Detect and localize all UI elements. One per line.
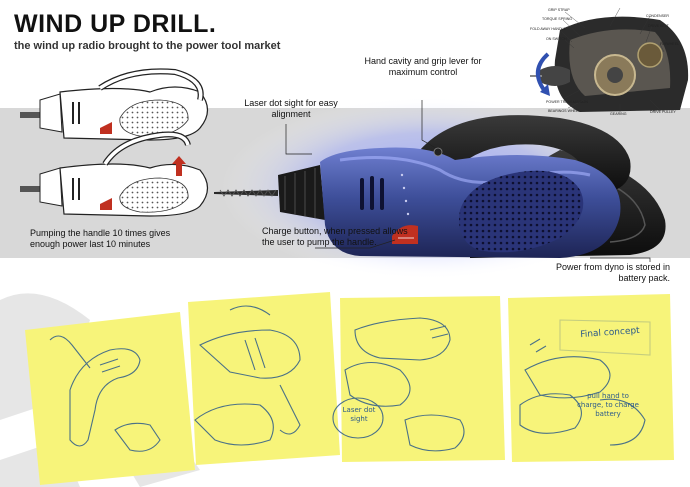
cutaway-label: DRIVE BELT bbox=[648, 24, 669, 28]
cutaway-label: DRIVE PULLEY bbox=[650, 110, 676, 114]
sticky-note-1 bbox=[25, 312, 195, 485]
sticky-note-3 bbox=[332, 296, 505, 462]
laser-annotation: Laser dot sight for easy alignment bbox=[244, 98, 338, 119]
hand-cavity-annotation: Hand cavity and grip lever for maximum c… bbox=[364, 56, 482, 77]
charge-button-annotation: Charge button, when pressed allows the u… bbox=[262, 226, 408, 247]
cutaway-label: FOLD AWAY HANDLE bbox=[530, 27, 566, 31]
power-store-annotation: Power from dyno is stored in battery pac… bbox=[555, 262, 670, 283]
cutaway-label: BEARINGS WHEEL bbox=[548, 109, 581, 113]
page-subtitle: the wind up radio brought to the power t… bbox=[14, 40, 281, 52]
small-drill-pumping bbox=[20, 131, 209, 217]
pumping-annotation: Pumping the handle 10 times gives enough… bbox=[30, 228, 171, 249]
sticky-note-4 bbox=[508, 294, 674, 462]
cutaway-label: ON SWITCH bbox=[546, 37, 567, 41]
cutaway-label: CONDENSER bbox=[646, 14, 669, 18]
sticky-note-4-text: pull hand to charge, to charge battery bbox=[577, 392, 639, 418]
leader-lines bbox=[285, 100, 651, 262]
page-title: WIND UP DRILL. bbox=[14, 10, 217, 38]
cutaway-label: POWER TRANSMISSION bbox=[546, 100, 588, 104]
cutaway-label: FLYWHEEL bbox=[660, 42, 680, 46]
cutaway-label: TORQUE SPRING bbox=[542, 17, 573, 21]
sticky-note-3-text: Laser dot sight bbox=[342, 406, 376, 423]
cutaway-diagram bbox=[530, 7, 689, 113]
cutaway-label: GRIP STRAP bbox=[548, 8, 570, 12]
small-drill-top bbox=[20, 68, 209, 141]
main-drill bbox=[214, 115, 666, 258]
sticky-note-2 bbox=[188, 292, 340, 465]
cutaway-label: GEARING bbox=[610, 112, 627, 116]
pump-arrow-icon bbox=[172, 156, 186, 176]
